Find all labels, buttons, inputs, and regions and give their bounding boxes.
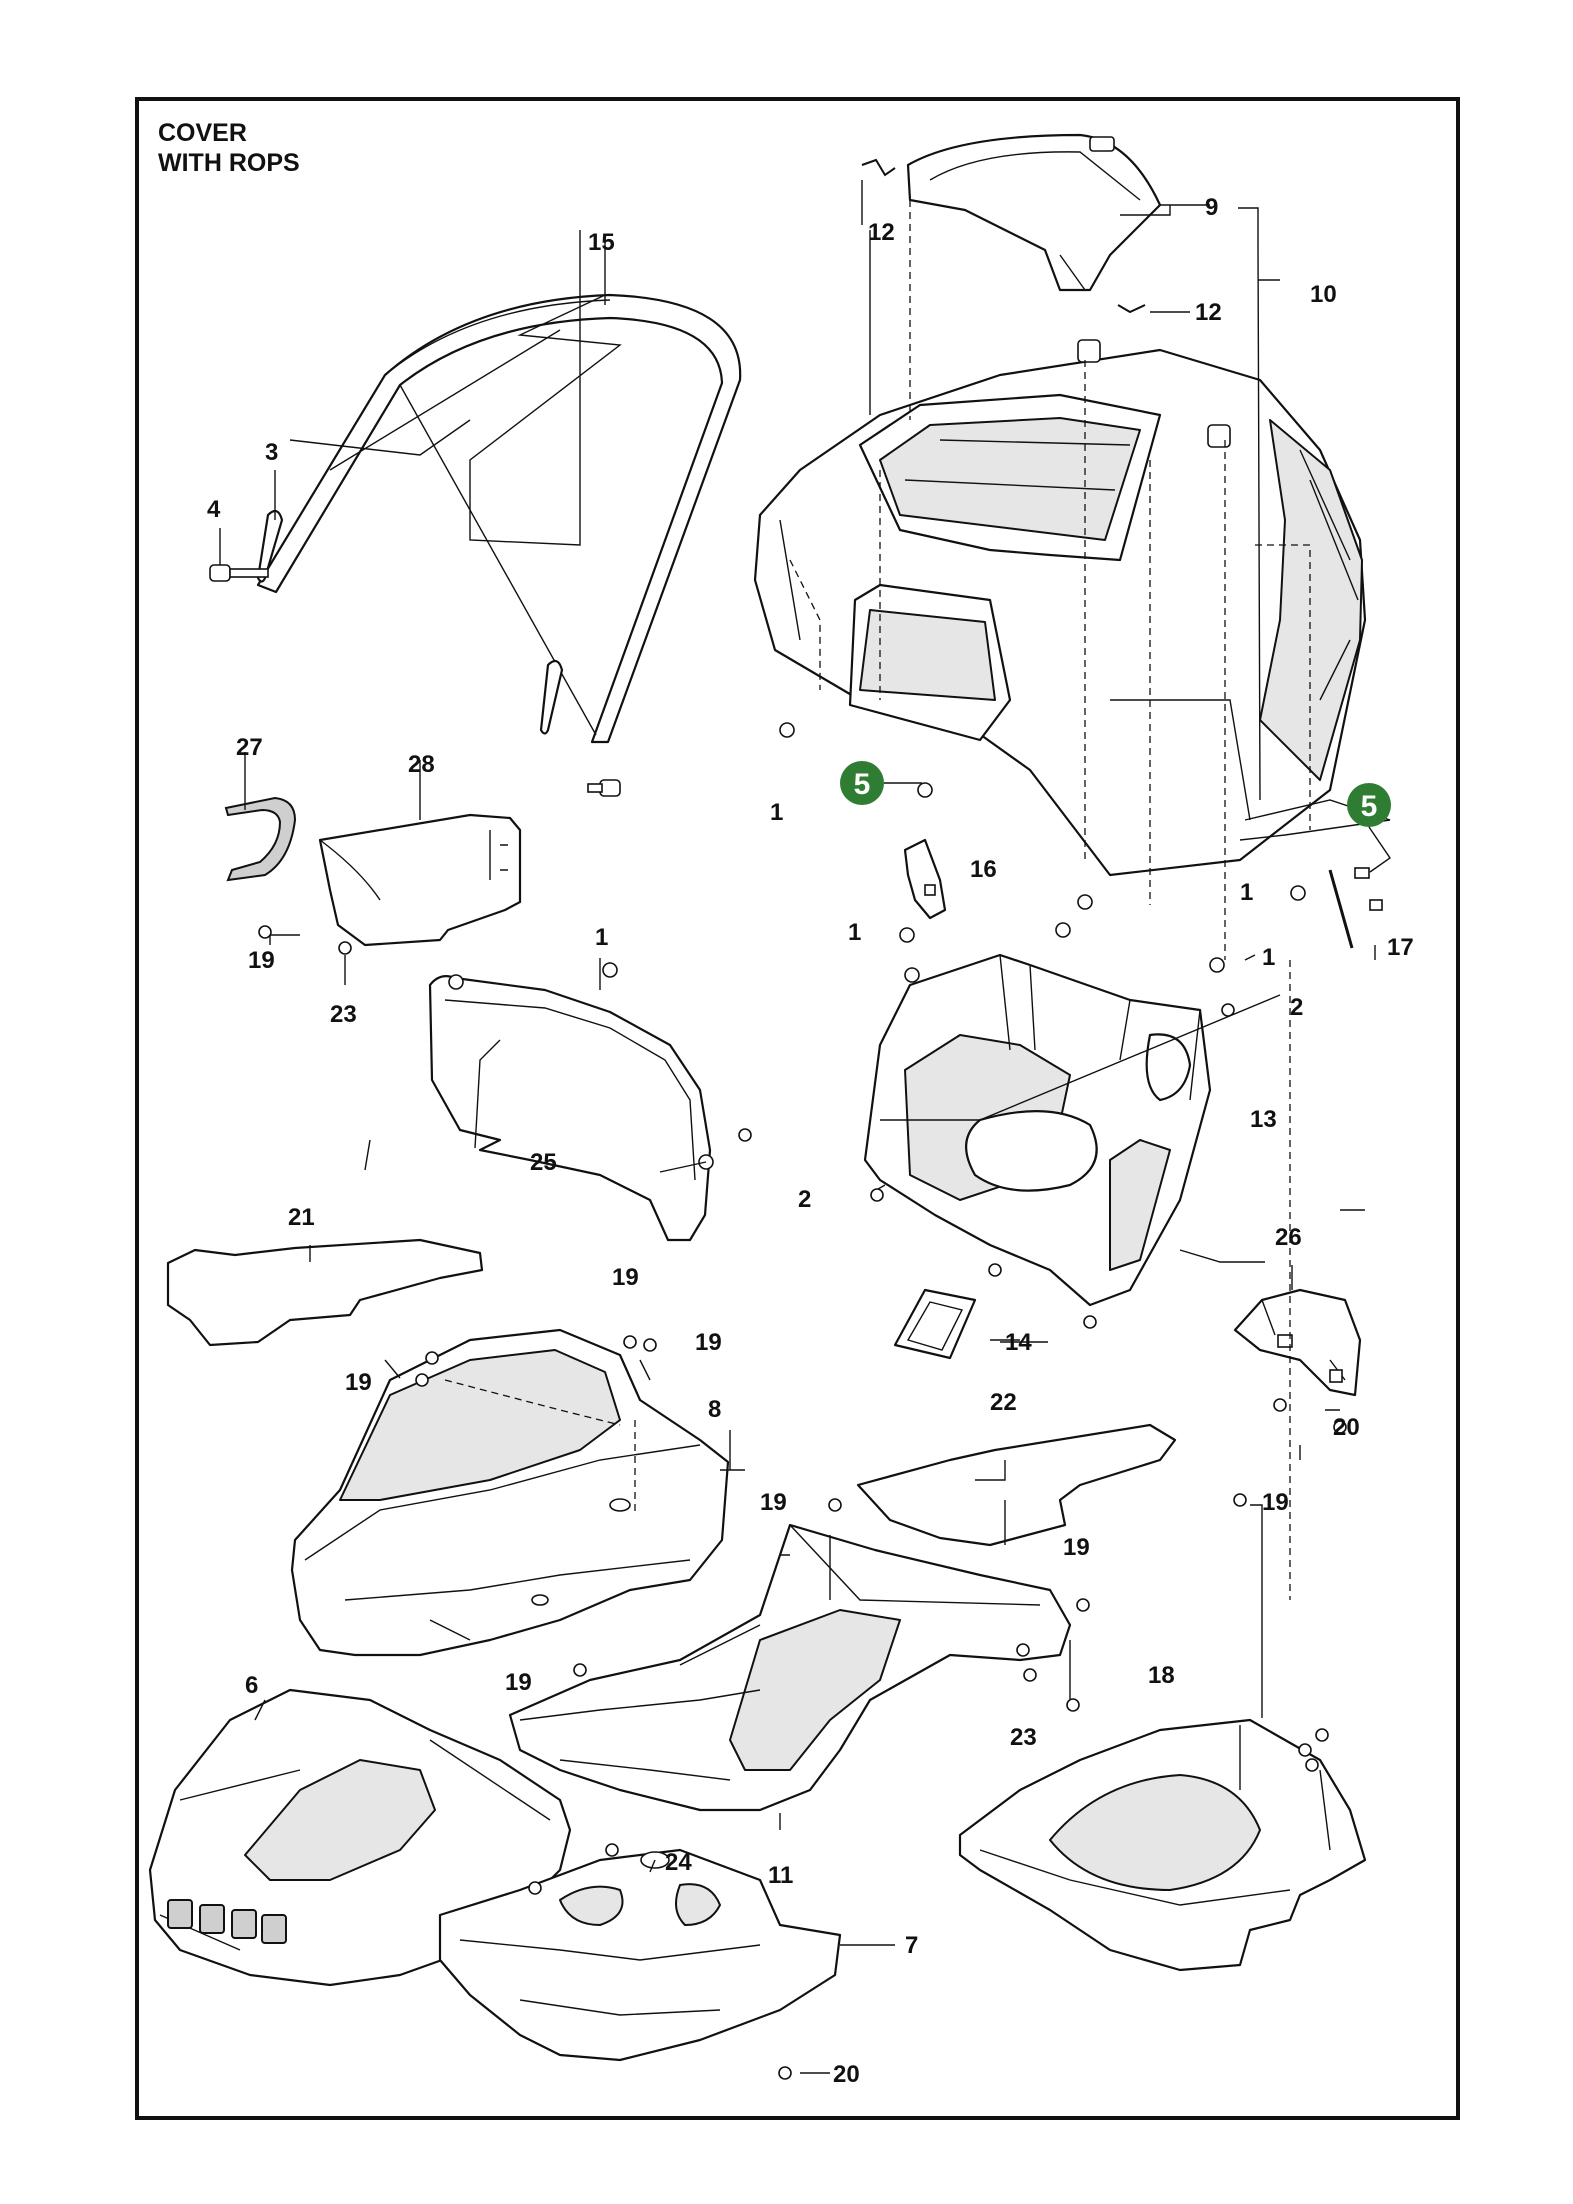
part-12-clips — [861, 158, 1146, 314]
part-16-bracket — [903, 838, 947, 920]
callout-23: 23 — [1010, 1724, 1037, 1751]
callout-12: 12 — [868, 219, 895, 246]
badge-5-left-text: 5 — [854, 768, 871, 801]
callout-28: 28 — [408, 751, 435, 778]
badge-5-left: 5 — [840, 761, 884, 805]
callout-19: 19 — [612, 1264, 639, 1291]
callout-6: 6 — [245, 1672, 258, 1699]
callout-9: 11 — [768, 1862, 793, 1889]
callout-2: 2 — [1290, 994, 1303, 1021]
diagram-frame — [135, 97, 1460, 2120]
callout-20: 20 — [1333, 1414, 1360, 1441]
part-17-strap — [1328, 867, 1383, 949]
callout-8: 8 — [708, 1396, 721, 1423]
callout-4: 4 — [207, 496, 221, 523]
leader-lines — [219, 180, 1391, 2074]
callout-18: 18 — [1148, 1662, 1175, 1689]
part-27-spring-clip — [224, 796, 297, 882]
callout-23: 23 — [330, 1001, 357, 1028]
callout-19: 19 — [345, 1369, 372, 1396]
callout-labels: 12 9 12 10 15 3 4 27 28 1 16 1 17 1 1 1 … — [207, 194, 1414, 2088]
callout-15: 15 — [588, 229, 615, 256]
callout-1: 1 — [848, 919, 861, 946]
callout-19: 19 — [760, 1489, 787, 1516]
callout-1: 1 — [595, 924, 608, 951]
callout-10: 9 — [1205, 194, 1218, 221]
callout-7: 7 — [905, 1932, 918, 1959]
callout-1: 1 — [770, 799, 783, 826]
part-22-foam-sheet — [856, 1423, 1177, 1547]
callout-19: 19 — [1262, 1489, 1289, 1516]
callout-25: 25 — [530, 1149, 557, 1176]
callout-2: 2 — [798, 1186, 811, 1213]
part-10-lid — [906, 133, 1162, 292]
part-7-underbody — [438, 1848, 842, 2062]
part-3-hair-pin — [256, 509, 564, 735]
part-13-inner-tub — [863, 953, 1212, 1307]
part-9-front-fender — [508, 1523, 1072, 1812]
callout-19: 19 — [695, 1329, 722, 1356]
callout-21: 21 — [288, 1204, 315, 1231]
part-14-gasket — [893, 1288, 977, 1360]
callout-27: 27 — [236, 734, 263, 761]
callout-16: 16 — [970, 856, 997, 883]
part-18-floor-pan — [958, 1718, 1367, 1972]
part-26-bracket — [1233, 1288, 1362, 1397]
assembly-guides — [444, 200, 1311, 1600]
hardware-fasteners — [258, 722, 1347, 2080]
part-25-side-panel — [428, 974, 714, 1242]
callout-3: 3 — [265, 439, 278, 466]
part-15-rops-bar — [256, 293, 742, 744]
callout-17: 17 — [1387, 934, 1414, 961]
callout-20: 20 — [833, 2061, 860, 2088]
diagram-title: COVER WITH ROPS — [158, 118, 300, 178]
part-8-rear-fender — [290, 1328, 730, 1657]
callout-22: 22 — [990, 1389, 1017, 1416]
callout-11: 10 — [1310, 281, 1337, 308]
callout-1: 1 — [1262, 944, 1275, 971]
badge-5-right-text: 5 — [1361, 790, 1378, 823]
callout-19: 19 — [248, 947, 275, 974]
callout-13: 13 — [1250, 1106, 1277, 1133]
callout-14: 14 — [1005, 1329, 1032, 1356]
badge-leaders — [884, 782, 1391, 873]
title-line-2: WITH ROPS — [158, 149, 300, 177]
callout-26: 26 — [1275, 1224, 1302, 1251]
part-28-mount-plate — [318, 813, 522, 947]
title-line-1: COVER — [158, 119, 247, 147]
callout-12: 12 — [1195, 299, 1222, 326]
callout-19: 19 — [1063, 1534, 1090, 1561]
part-21-foam-sheet — [166, 1238, 484, 1347]
callout-24: 24 — [665, 1849, 692, 1876]
badge-5-right: 5 — [1347, 783, 1391, 827]
callout-19: 19 — [505, 1669, 532, 1696]
callout-1: 1 — [1240, 879, 1253, 906]
